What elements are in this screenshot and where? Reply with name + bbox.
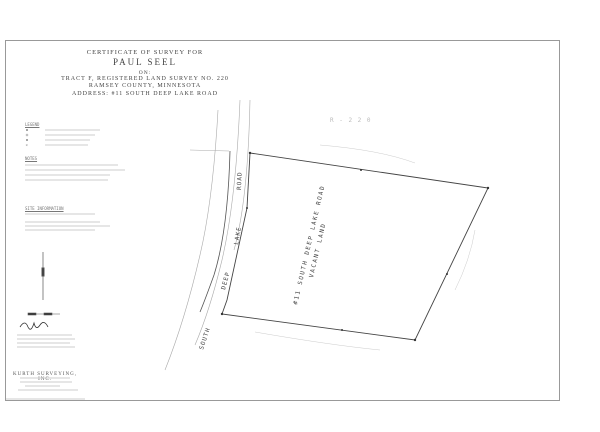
dimension-lines xyxy=(254,144,476,351)
tract-description: TRACT F, REGISTERED LAND SURVEY NO. 220 xyxy=(61,76,229,82)
road-right-of-way xyxy=(164,99,251,371)
scale-bar xyxy=(27,312,60,316)
north-arrow-icon xyxy=(41,252,45,300)
notes-heading: NOTES xyxy=(25,156,38,161)
on-label: ON: xyxy=(138,70,152,76)
legend-symbol-nail xyxy=(26,139,28,141)
legend-symbol-x: × xyxy=(26,143,29,148)
drawing-sheet-border xyxy=(5,40,560,401)
client-name: PAUL SEEL xyxy=(112,57,178,67)
road-centerline xyxy=(199,150,231,313)
legend-heading: LEGEND xyxy=(25,122,40,127)
placeholder-text-lines xyxy=(6,129,125,400)
road-label-deep: DEEP xyxy=(220,271,232,291)
address: ADDRESS: #11 SOUTH DEEP LAKE ROAD xyxy=(71,91,219,97)
legend-symbol-found-monument xyxy=(26,129,28,131)
road-label-road: ROAD xyxy=(236,171,244,190)
lot-corner-monuments xyxy=(220,151,490,342)
road-label-lake: LAKE xyxy=(233,226,243,245)
firm-name: KURTH SURVEYING, INC. xyxy=(13,372,77,382)
site-info-heading: SITE INFORMATION xyxy=(25,206,64,211)
legend-symbols: × xyxy=(26,129,29,148)
lot-boundary xyxy=(221,152,489,341)
legend-symbol-set-monument xyxy=(25,133,29,137)
county: RAMSEY COUNTY, MINNESOTA xyxy=(88,83,202,89)
adjacent-tract-label: R - 2 2 0 xyxy=(330,117,372,124)
surveyor-signature xyxy=(19,321,49,330)
road-label-south: SOUTH xyxy=(198,327,212,351)
certificate-heading: CERTIFICATE OF SURVEY FOR xyxy=(86,49,204,56)
